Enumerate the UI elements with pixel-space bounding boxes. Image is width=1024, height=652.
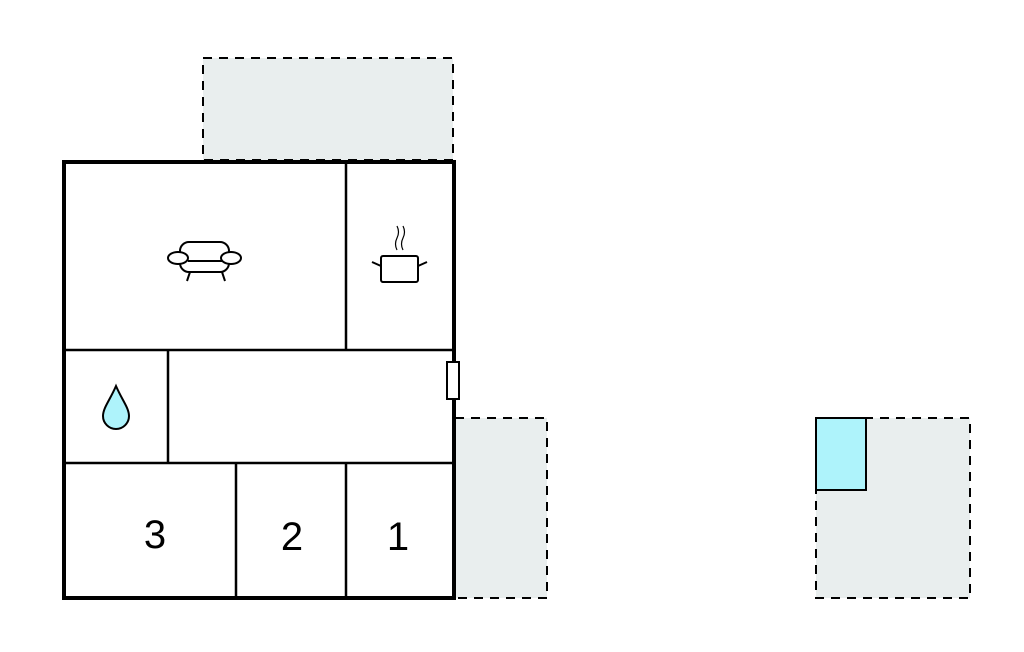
terrace-right <box>454 417 548 599</box>
room-label-1: 1 <box>387 515 409 559</box>
room-label-3: 3 <box>144 513 166 557</box>
terrace-top <box>202 57 454 161</box>
water-drop-icon <box>101 383 131 430</box>
door <box>446 361 460 400</box>
cooking-pot-icon <box>371 225 428 283</box>
interior-walls <box>64 162 454 598</box>
room-label-2: 2 <box>281 515 303 559</box>
pool <box>815 417 867 491</box>
sofa-icon <box>167 241 242 282</box>
